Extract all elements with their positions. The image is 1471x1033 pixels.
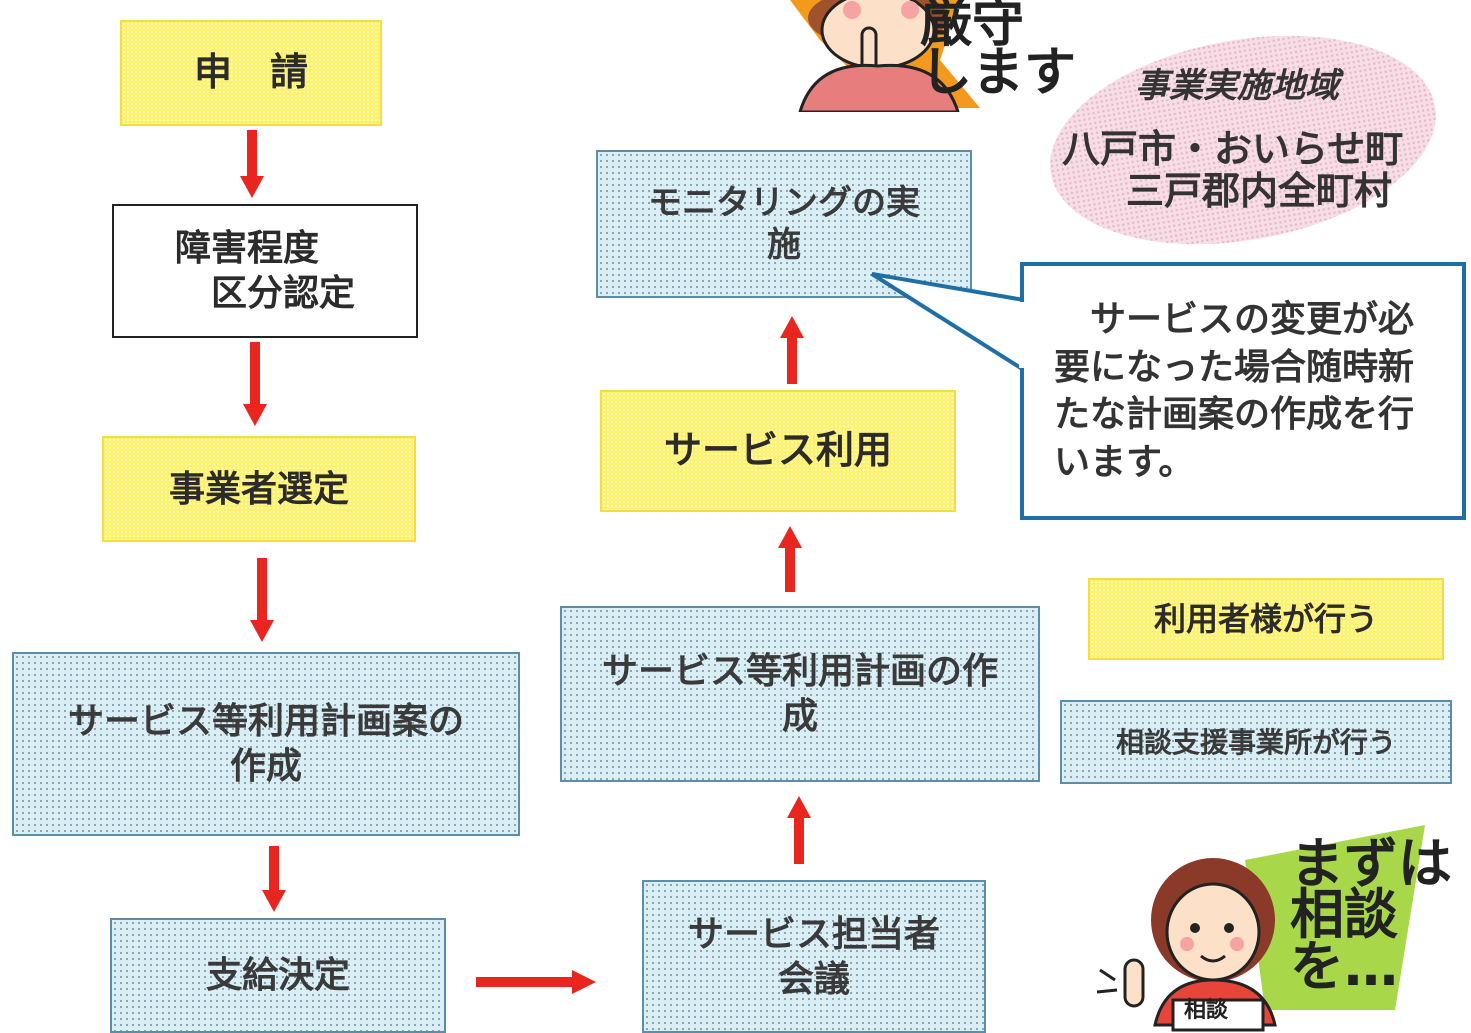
woman-pointing-icon <box>1096 825 1425 1032</box>
legend-office-does-label: 相談支援事業所が行う <box>1115 725 1396 759</box>
grant-decision-label: 支給決定 <box>205 955 350 996</box>
region-line-2: 三戸郡内全町村 <box>1126 169 1393 213</box>
service-use-label: サービス利用 <box>663 428 892 473</box>
arrow-plan-to-use <box>778 526 802 592</box>
staff-meeting-label: サービス担当者 会議 <box>687 913 940 1000</box>
arrow-use-to-monitoring <box>780 316 804 384</box>
desk-sign-label: 相談 <box>1184 998 1229 1023</box>
draft-plan-label: サービス等利用計画案の 作成 <box>67 701 464 787</box>
arrow-decision-to-meeting <box>476 970 596 994</box>
provider-selection-box: 事業者選定 <box>102 436 416 542</box>
region-title: 事業実施地域 <box>1135 66 1339 106</box>
arrow-draft-to-decision <box>262 846 286 912</box>
plan-creation-box: サービス等利用計画の作 成 <box>560 606 1040 782</box>
region-line-1: 八戸市・おいらせ町 <box>1062 127 1404 171</box>
disability-assessment-label: 障害程度 区分認定 <box>174 228 355 314</box>
legend-user-does-label: 利用者様が行う <box>1153 600 1378 638</box>
apply-box: 申 請 <box>120 20 382 126</box>
disability-assessment-box: 障害程度 区分認定 <box>112 204 418 338</box>
arrow-selection-to-draft <box>250 558 274 642</box>
arrow-apply-to-assessment <box>240 130 264 198</box>
change-note-text: サービスの変更が必 要になった場合随時新 たな計画案の作成を行 います。 <box>1054 299 1415 483</box>
legend-office-does: 相談支援事業所が行う <box>1060 700 1452 784</box>
top-illustration-caption: 厳守 します <box>920 0 1077 104</box>
monitoring-label: モニタリングの実 施 <box>648 182 920 266</box>
service-use-box: サービス利用 <box>600 390 956 512</box>
bottom-illustration-caption: まずは 相談 を… <box>1290 832 1452 998</box>
arrow-assessment-to-selection <box>243 342 267 426</box>
arrow-meeting-to-plan <box>787 796 811 864</box>
provider-selection-label: 事業者選定 <box>168 468 349 510</box>
plan-creation-label: サービス等利用計画の作 成 <box>601 651 998 737</box>
grant-decision-box: 支給決定 <box>110 918 446 1033</box>
apply-label: 申 請 <box>193 50 308 95</box>
woman-finger-on-lips-icon <box>790 0 980 112</box>
monitoring-box: モニタリングの実 施 <box>596 150 972 298</box>
legend-user-does: 利用者様が行う <box>1088 578 1444 660</box>
change-note-callout: サービスの変更が必 要になった場合随時新 たな計画案の作成を行 います。 <box>1020 262 1466 520</box>
draft-plan-box: サービス等利用計画案の 作成 <box>12 652 520 836</box>
staff-meeting-box: サービス担当者 会議 <box>642 880 986 1033</box>
